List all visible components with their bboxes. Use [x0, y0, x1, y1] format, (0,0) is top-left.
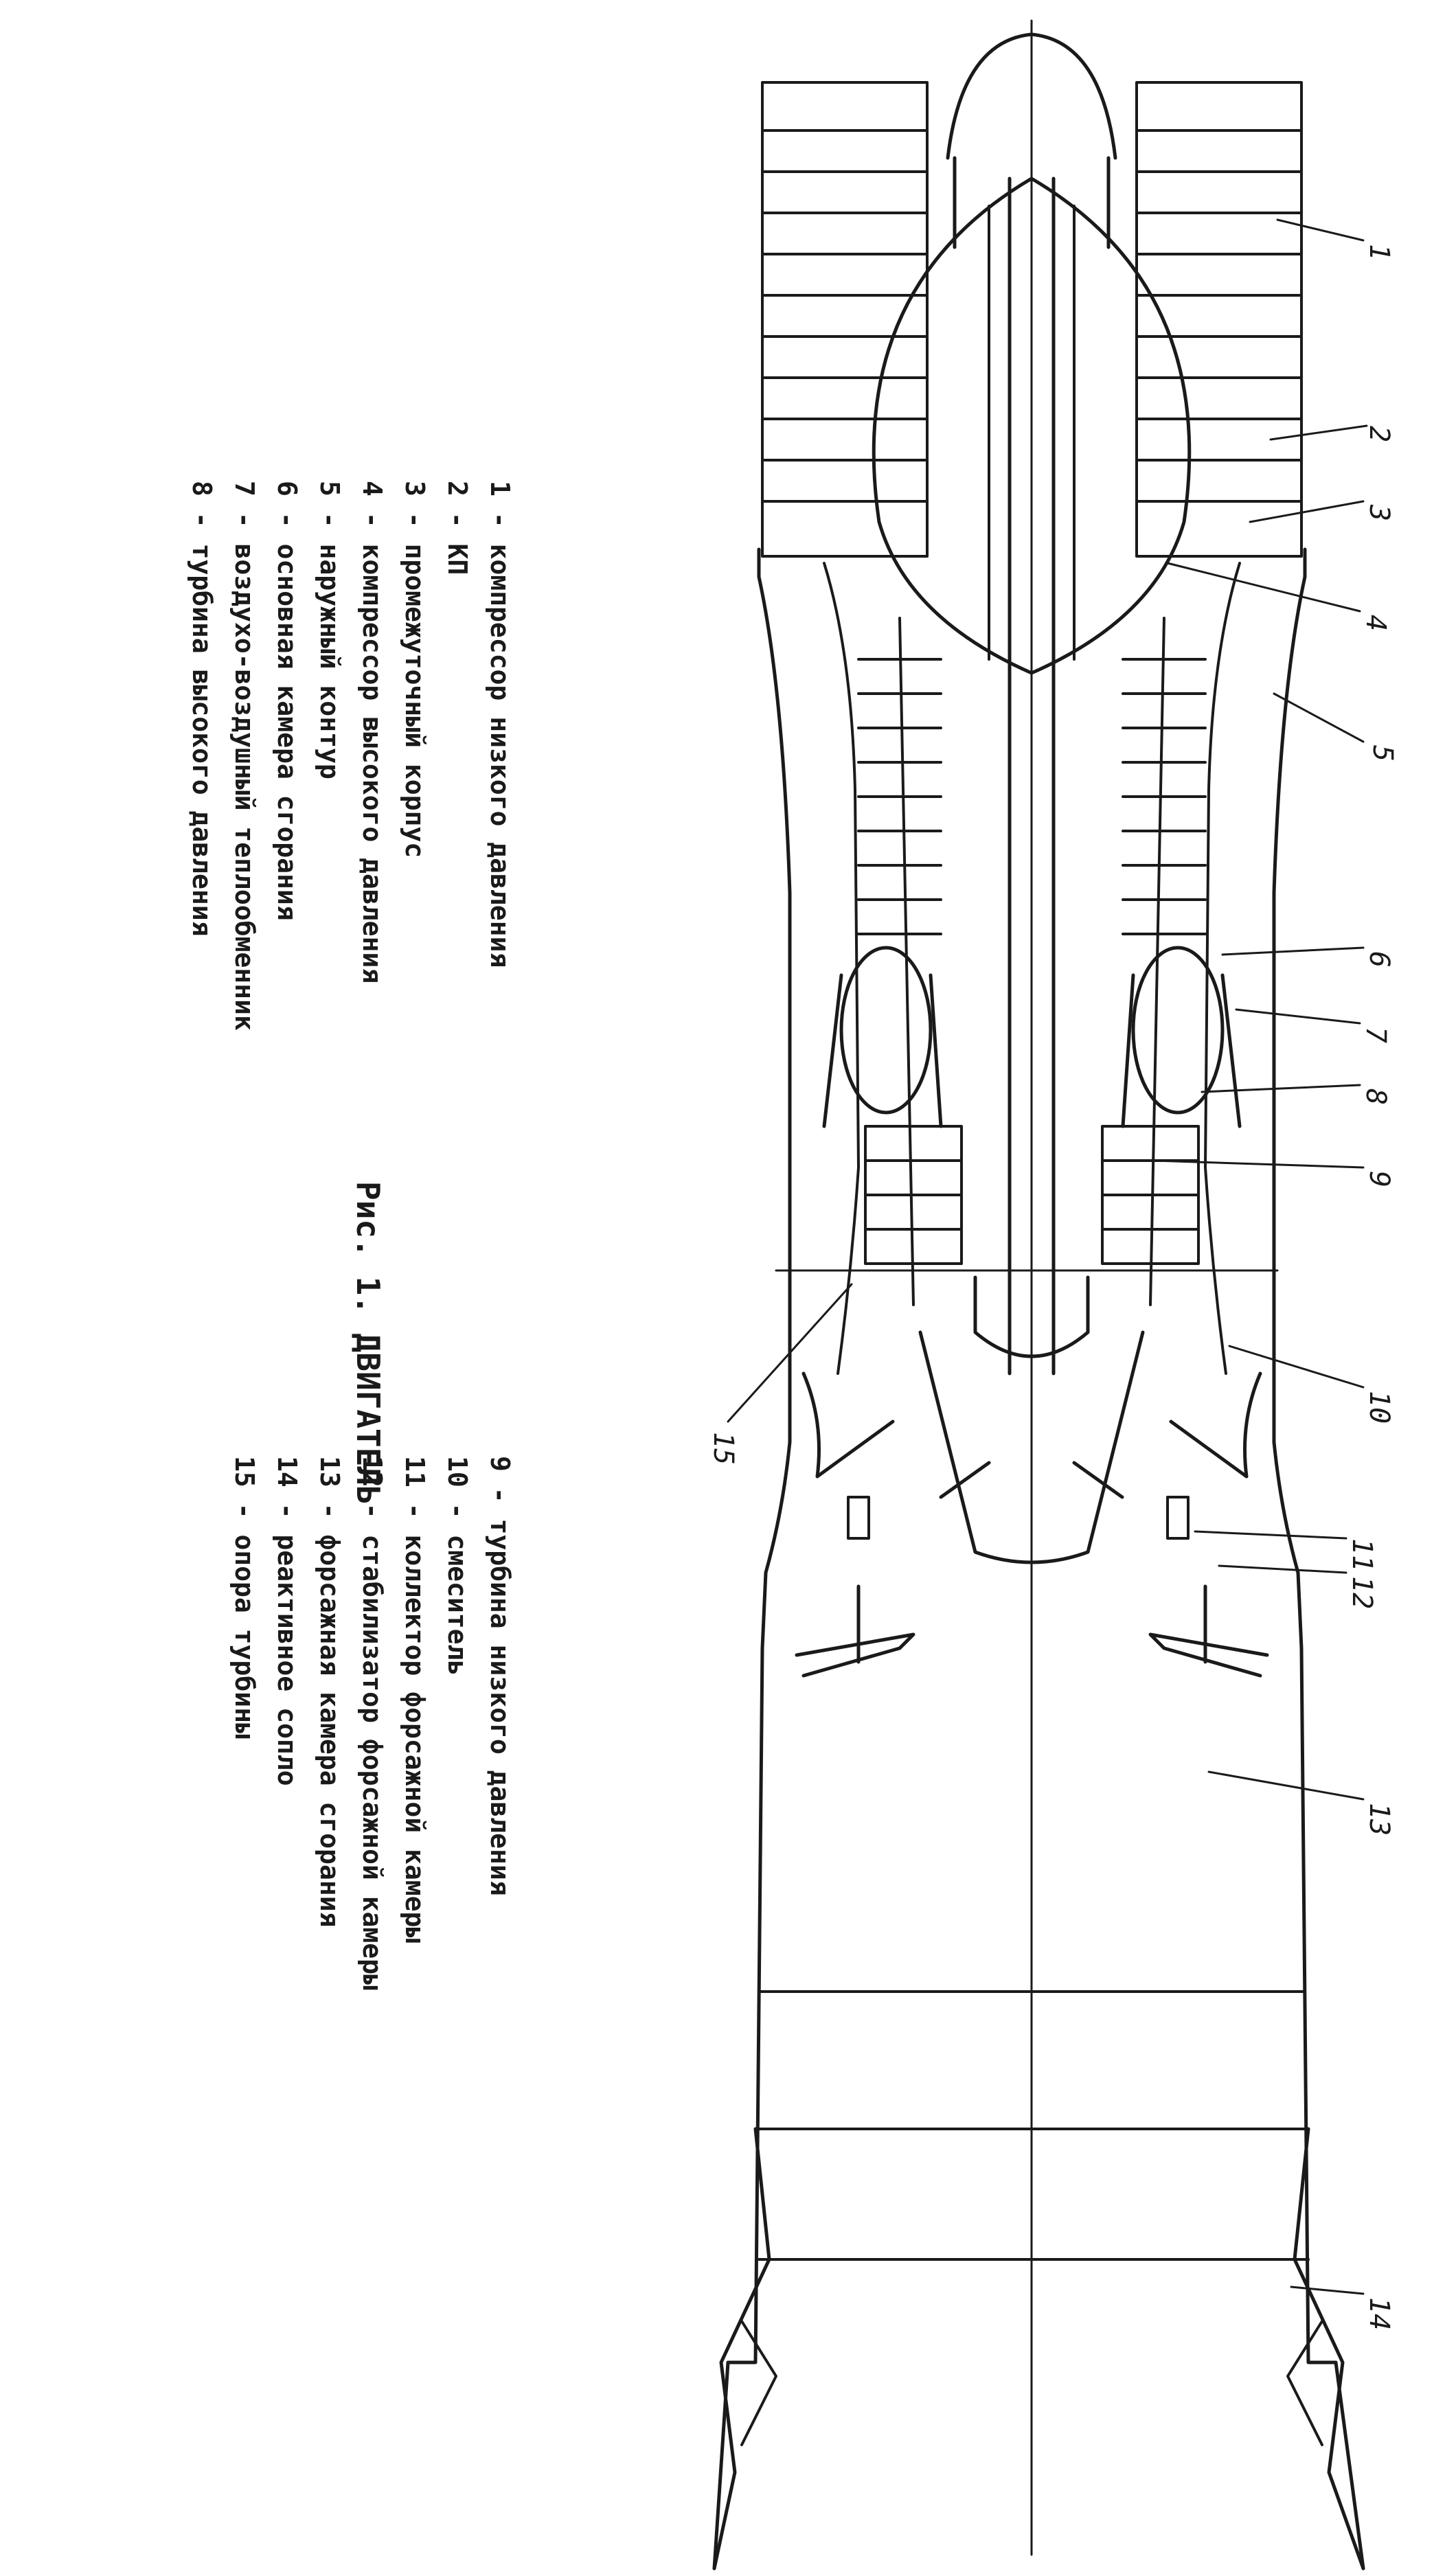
callout-11: 11 [1346, 1538, 1378, 1571]
legend-number: 5 [315, 481, 345, 497]
legend-item-3: 3 - промежуточный корпус [400, 481, 430, 858]
legend-item-15: 15 - опора турбины [229, 1456, 260, 1739]
exhaust-nozzle [712, 2127, 1365, 2571]
legend-item-9: 9 - турбина низкого давления [485, 1456, 515, 1896]
legend-label: стабилизатор форсажной камеры [357, 1534, 387, 1990]
legend-label: турбина низкого давления [485, 1519, 515, 1896]
legend-item-11: 11 - коллектор форсажной камеры [400, 1456, 430, 1943]
callout-4: 4 [1360, 615, 1391, 631]
legend-right-column: 9 - турбина низкого давления 10 - смесите… [229, 1456, 515, 1990]
callout-9: 9 [1363, 1171, 1395, 1187]
legend-label: основная камера сгорания [272, 544, 302, 921]
legend-number: 15 [229, 1456, 260, 1488]
legend-item-5: 5 - наружный контур [315, 481, 345, 779]
callout-12: 12 [1346, 1576, 1378, 1609]
legend-number: 2 [442, 481, 473, 497]
legend-item-14: 14 - реактивное сопло [272, 1456, 302, 1786]
legend-label: коллектор форсажной камеры [400, 1534, 430, 1943]
legend-number: 10 [442, 1456, 473, 1488]
legend-number: 4 [357, 481, 387, 497]
legend-label: компрессор низкого давления [485, 544, 515, 968]
hp-compressor-blades [857, 658, 1207, 935]
legend-label: воздухо-воздушный теплообменник [229, 544, 260, 1031]
legend-dash: - [400, 497, 430, 544]
callout-5: 5 [1367, 745, 1398, 762]
legend-label: опора турбины [229, 1534, 260, 1739]
combustion-chambers [822, 946, 1242, 1128]
legend-dash: - [357, 497, 387, 544]
legend-number: 12 [357, 1456, 387, 1488]
callout-13: 13 [1363, 1803, 1395, 1836]
legend-number: 3 [400, 481, 430, 497]
legend-dash: - [485, 1472, 515, 1519]
legend-dash: - [229, 497, 260, 544]
callout-2: 2 [1363, 426, 1395, 442]
legend-number: 1 [485, 481, 515, 497]
legend-label: наружный контур [315, 544, 345, 779]
legend-label: турбина высокого давления [187, 544, 217, 937]
legend-dash: - [442, 1488, 473, 1535]
legend-dash: - [315, 497, 345, 544]
callout-leaders [727, 218, 1368, 2295]
legend-item-13: 13 - форсажная камера сгорания [315, 1456, 345, 1927]
core-flowpath [823, 562, 1241, 1375]
legend-item-2: 2 - КП [442, 481, 473, 575]
callout-14: 14 [1363, 2297, 1395, 2330]
legend-dash: - [315, 1488, 345, 1535]
callout-1: 1 [1363, 244, 1395, 260]
legend-number: 7 [229, 481, 260, 497]
legend-dash: - [357, 1488, 387, 1535]
legend-item-4: 4 - компрессор высокого давления [357, 481, 387, 983]
legend-item-10: 10 - смеситель [442, 1456, 473, 1676]
legend-dash: - [442, 497, 473, 544]
legend-number: 6 [272, 481, 302, 497]
legend-number: 11 [400, 1456, 430, 1488]
legend-dash: - [400, 1488, 430, 1535]
callout-6: 6 [1363, 951, 1395, 968]
legend-item-1: 1 - компрессор низкого давления [485, 481, 515, 968]
legend-label: реактивное сопло [272, 1534, 302, 1786]
outer-casing [712, 547, 1365, 2571]
main-shaft [1008, 176, 1056, 1376]
legend-label: КП [442, 544, 473, 575]
legend-dash: - [272, 497, 302, 544]
callout-10: 10 [1363, 1391, 1395, 1424]
legend-label: смеситель [442, 1534, 473, 1676]
legend-item-7: 7 - воздухо-воздушный теплообменник [229, 481, 260, 1031]
callout-3: 3 [1363, 504, 1395, 521]
legend-dash: - [272, 1488, 302, 1535]
legend-dash: - [229, 1488, 260, 1535]
legend-item-6: 6 - основная камера сгорания [272, 481, 302, 921]
legend-label: форсажная камера сгорания [315, 1534, 345, 1927]
legend-number: 8 [187, 481, 217, 497]
legend-left-column: 1 - компрессор низкого давления 2 - КП 3 -… [187, 481, 515, 1031]
legend-number: 14 [272, 1456, 302, 1488]
legend-label: промежуточный корпус [400, 544, 430, 858]
callout-8: 8 [1360, 1088, 1391, 1105]
figure-caption: Рис. 1. ДВИГАТЕЛЬ [350, 1181, 387, 1505]
legend-item-12: 12 - стабилизатор форсажной камеры [357, 1456, 387, 1990]
afterburner-stabilizers [795, 1496, 1269, 1678]
legend-number: 13 [315, 1456, 345, 1488]
legend-dash: - [485, 497, 515, 544]
afterburner-duct [758, 1990, 1310, 2261]
callout-7: 7 [1360, 1027, 1391, 1043]
rear-bearing-dome [973, 1275, 1090, 1358]
callout-15: 15 [707, 1432, 739, 1465]
legend-item-8: 8 - турбина высокого давления [187, 481, 217, 936]
lp-compressor-blades [761, 81, 1303, 558]
legend-label: компрессор высокого давления [357, 544, 387, 984]
inlet-spinner [946, 32, 1117, 160]
legend-dash: - [187, 497, 217, 544]
lp-rotor-drum [872, 176, 1192, 675]
legend-number: 9 [485, 1456, 515, 1472]
mixer [801, 1330, 1262, 1564]
